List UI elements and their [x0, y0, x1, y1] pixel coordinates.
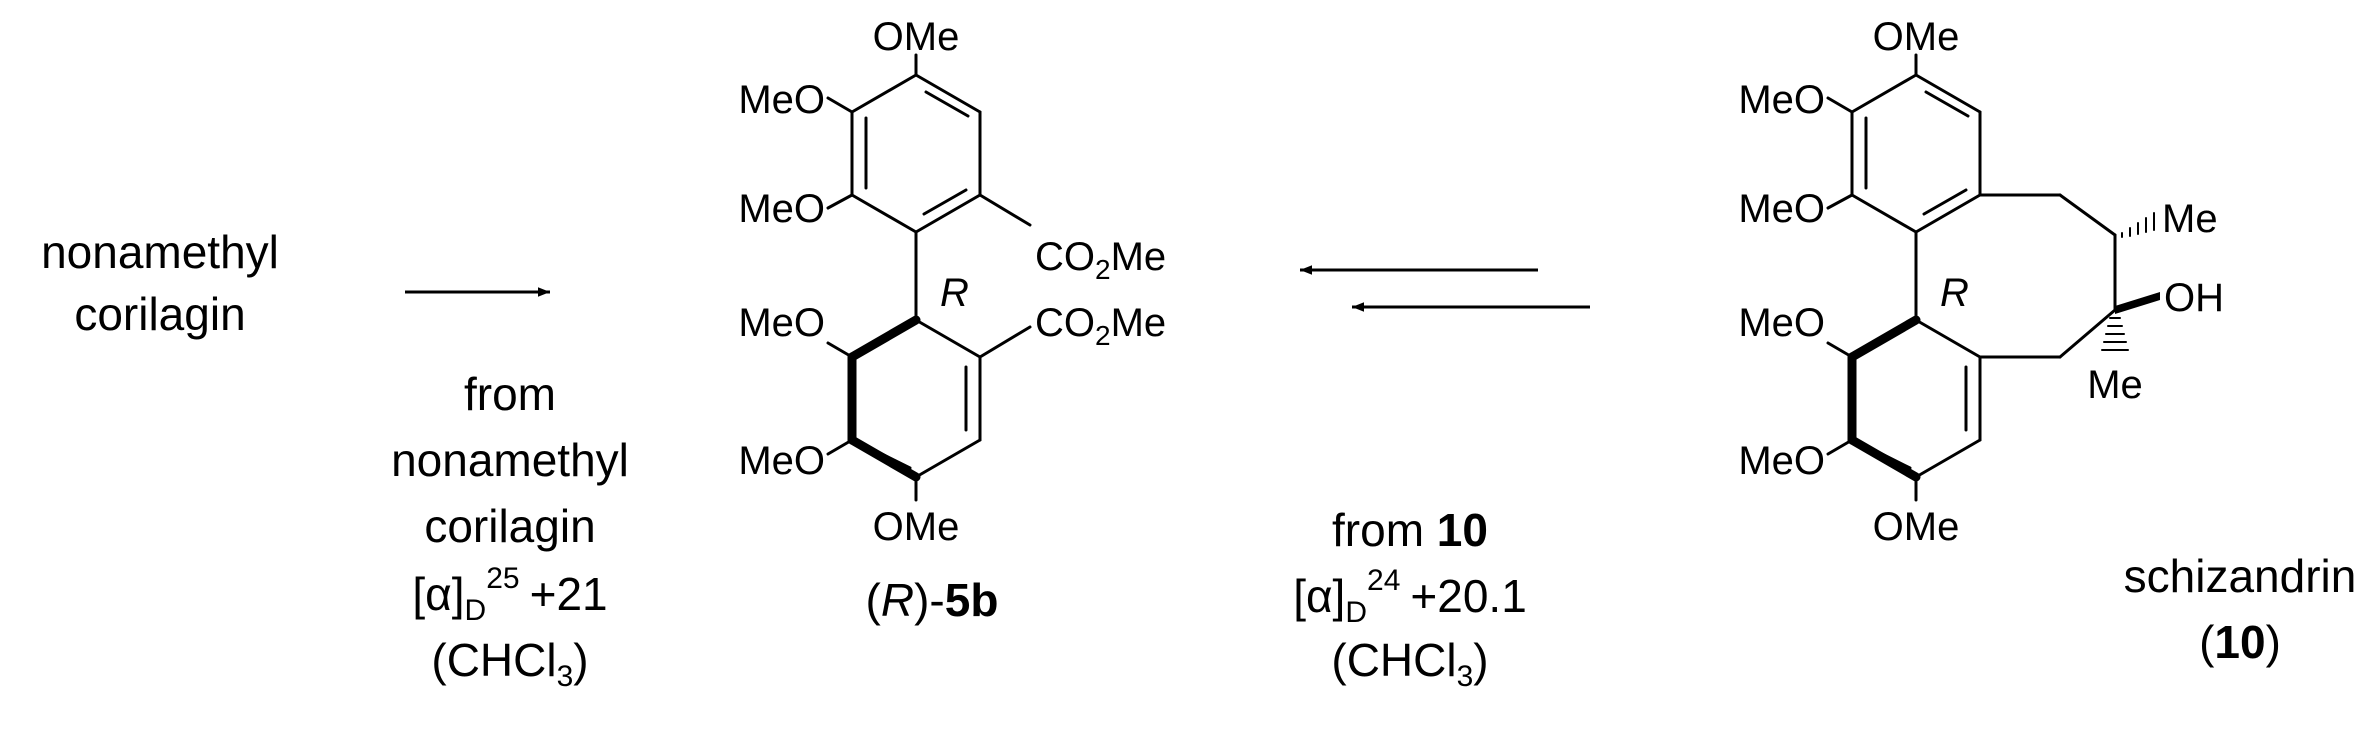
10-ome-top: OMe [1873, 15, 1960, 59]
5b-meo-mid: MeO [738, 187, 825, 231]
rotation-sub: D [465, 594, 487, 627]
left-note-line3: corilagin [424, 500, 595, 552]
10-ome-bottom: OMe [1873, 505, 1960, 549]
compound-10-label: (10) [2199, 616, 2281, 668]
10-me-bottom: Me [2087, 363, 2143, 407]
start-material-line2: corilagin [74, 288, 245, 340]
right-note-line1: from 10 [1332, 504, 1488, 556]
right-optical-rotation: [α]D24+20.1 [1293, 564, 1527, 629]
compound-5b-labels: OMe MeO MeO CO2Me R MeO CO2Me MeO OMe (R… [738, 15, 1166, 626]
10-meo-lower2: MeO [1738, 439, 1825, 483]
left-optical-rotation: [α]D25 +21 [412, 562, 607, 627]
5b-ome-bottom: OMe [873, 505, 960, 549]
rotation-sup: 25 [486, 562, 519, 595]
left-note-line2: nonamethyl [391, 434, 629, 486]
5b-axial-descriptor: R [940, 271, 969, 315]
5b-meo-upper: MeO [738, 78, 825, 122]
10-meo-mid: MeO [1738, 187, 1825, 231]
5b-ome-top: OMe [873, 15, 960, 59]
left-note-line1: from [464, 368, 556, 420]
left-solvent: (CHCl3) [431, 634, 588, 693]
start-material-line1: nonamethyl [41, 226, 279, 278]
compound-5b-structure [826, 53, 1032, 502]
10-me-top: Me [2162, 197, 2218, 241]
compound-10-name: schizandrin [2124, 550, 2357, 602]
5b-co2me-upper: CO2Me [1035, 235, 1166, 285]
5b-meo-lower2: MeO [738, 439, 825, 483]
compound-10-labels: OMe MeO MeO Me R OH MeO Me MeO OMe schiz… [1738, 15, 2356, 668]
5b-co2me-lower: CO2Me [1035, 301, 1166, 351]
5b-meo-lower1: MeO [738, 301, 825, 345]
rotation-value: +21 [530, 568, 608, 620]
10-axial-descriptor: R [1940, 271, 1969, 315]
rotation-alpha: [α] [412, 568, 464, 620]
compound-10-structure [1826, 53, 2160, 502]
10-meo-lower1: MeO [1738, 301, 1825, 345]
right-solvent: (CHCl3) [1331, 634, 1488, 693]
10-oh: OH [2164, 276, 2224, 320]
10-meo-upper: MeO [1738, 78, 1825, 122]
compound-5b-label: (R)-5b [866, 574, 999, 626]
